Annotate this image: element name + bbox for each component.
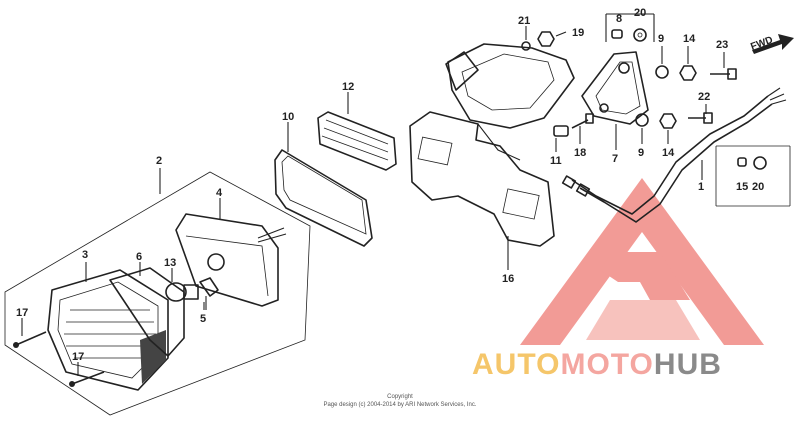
screw-upper	[13, 331, 47, 348]
nut-9-mid	[635, 113, 649, 127]
socket	[199, 277, 219, 310]
callout-2: 2	[156, 155, 162, 167]
grommet-8	[611, 29, 623, 39]
lamp-mount	[581, 51, 649, 125]
nut-9-top	[655, 65, 669, 79]
callout-13: 13	[164, 257, 176, 269]
forward-arrow-icon	[752, 34, 794, 54]
screw-lower	[69, 371, 105, 387]
copyright-title: Copyright	[387, 394, 413, 400]
callout-7: 7	[612, 153, 618, 165]
nut-19	[537, 31, 555, 47]
lens-frame	[274, 149, 373, 247]
callout-9-top: 9	[658, 33, 664, 45]
nut-14-mid	[659, 113, 677, 129]
bolt-22	[688, 112, 713, 124]
callout-6: 6	[136, 251, 142, 263]
callout-8: 8	[616, 13, 622, 25]
callout-20-top: 20	[634, 7, 646, 19]
callout-15: 15	[736, 181, 748, 193]
callout-numbers: 1 2 3 4 5 6 7 8 9 9 11 12 13 14 14 15 16…	[16, 7, 764, 363]
callout-20-box: 20	[752, 181, 764, 193]
watermark-logo-icon	[520, 178, 764, 345]
callout-5: 5	[200, 313, 206, 325]
callout-23: 23	[716, 39, 728, 51]
callout-16: 16	[502, 273, 514, 285]
watermark-moto: MOTO	[560, 348, 653, 381]
callout-11: 11	[550, 155, 562, 167]
callout-14-top: 14	[683, 33, 696, 45]
tail-bulb	[165, 282, 199, 302]
tail-lens	[47, 269, 169, 391]
grommet-box	[715, 145, 791, 207]
copyright-line: Page design (c) 2004-2014 by ARI Network…	[323, 402, 476, 408]
callout-3: 3	[82, 249, 88, 261]
callout-14-mid: 14	[662, 147, 675, 159]
watermark-hub: HUB	[654, 348, 722, 381]
callout-17-lower: 17	[72, 351, 84, 363]
callout-22: 22	[698, 91, 710, 103]
callout-17-upper: 17	[16, 307, 28, 319]
lens-gasket	[109, 267, 185, 357]
lamp-assembly-outline	[4, 171, 311, 416]
callout-4: 4	[216, 187, 223, 199]
callout-leaders	[21, 13, 725, 376]
callout-1: 1	[698, 181, 704, 193]
bolt-18	[571, 113, 594, 129]
washer-20-top	[633, 28, 647, 42]
lamp-housing	[175, 213, 287, 307]
callout-19: 19	[572, 27, 584, 39]
callout-9-mid: 9	[638, 147, 644, 159]
callout-12: 12	[342, 81, 354, 93]
nut-14-top	[679, 65, 697, 81]
watermark-auto: AUTO	[472, 348, 560, 381]
callout-18: 18	[574, 147, 586, 159]
callout-10: 10	[282, 111, 294, 123]
wire-harness	[561, 87, 787, 223]
bolt-23	[710, 68, 737, 80]
collar-11	[553, 125, 569, 137]
washer-21	[521, 41, 531, 51]
watermark-text: AUTOMOTOHUB	[472, 348, 722, 381]
callout-21: 21	[518, 15, 530, 27]
license-bracket	[409, 43, 575, 247]
reflector	[317, 111, 397, 171]
